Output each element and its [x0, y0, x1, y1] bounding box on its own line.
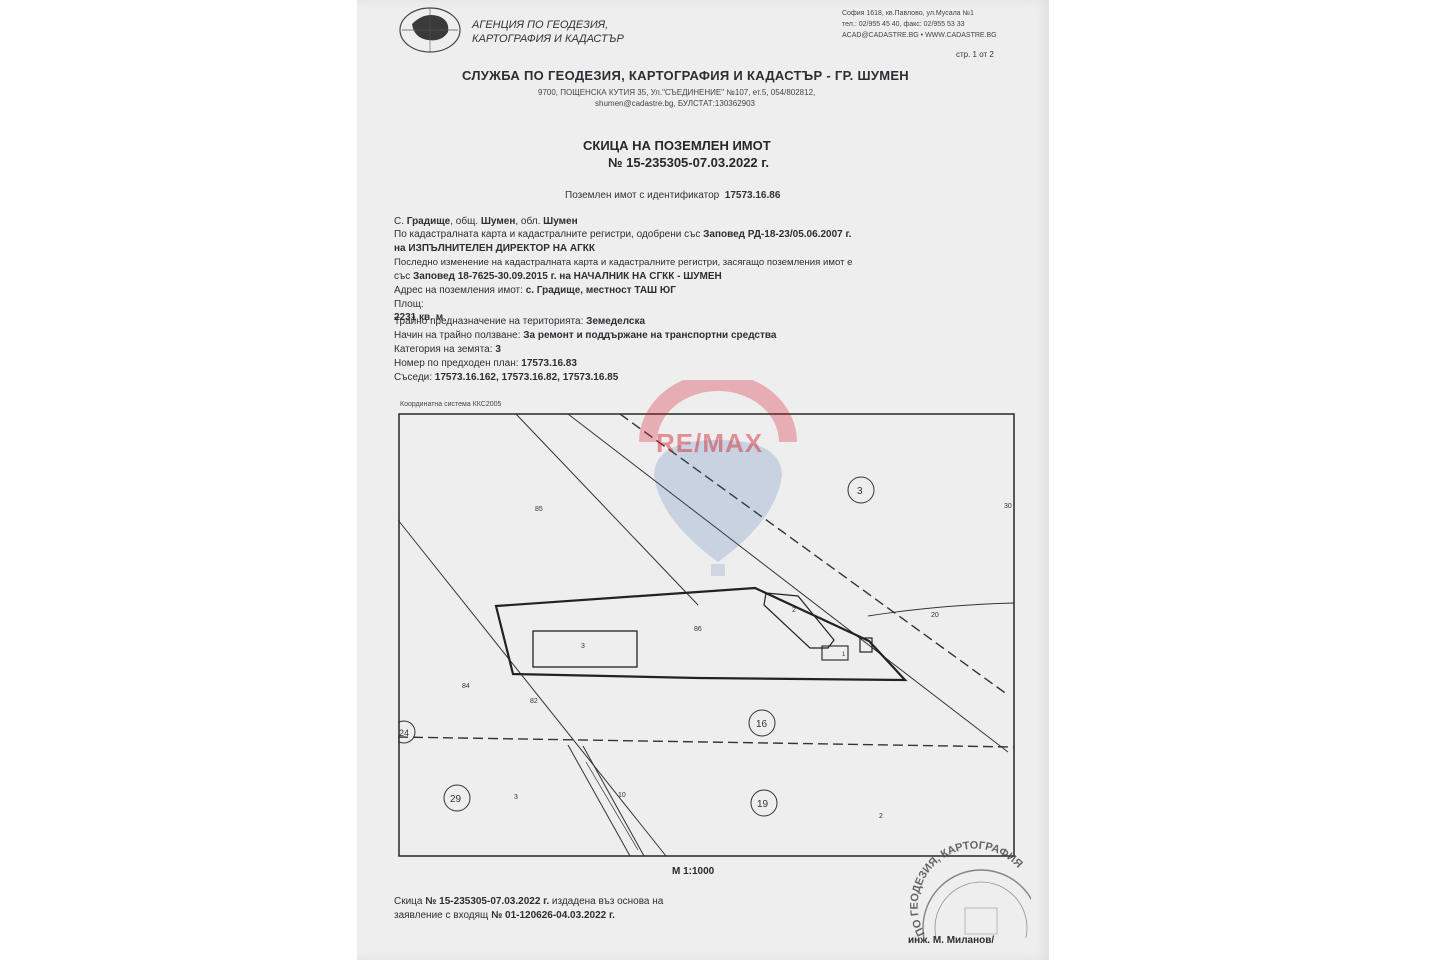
category-line: Категория на земята: 3 [394, 344, 501, 355]
page-number: стр. 1 от 2 [956, 50, 994, 59]
footer-line2-prefix: заявление с входящ [394, 910, 492, 921]
footer-line1-prefix: Скица [394, 896, 426, 907]
signer-name: инж. М. Миланов/ [908, 935, 995, 946]
region: Шумен [543, 216, 578, 227]
category-value: 3 [495, 344, 501, 355]
footer-line2: заявление с входящ № 01-120626-04.03.202… [394, 910, 615, 921]
document-sheet [357, 0, 1049, 960]
map-label-16-circle: 16 [756, 719, 768, 730]
area-value: 2231 кв. м [394, 312, 443, 323]
agency-name: АГЕНЦИЯ ПО ГЕОДЕЗИЯ, КАРТОГРАФИЯ И КАДАС… [472, 18, 624, 46]
office-name: СЛУЖБА ПО ГЕОДЕЗИЯ, КАРТОГРАФИЯ И КАДАСТ… [462, 68, 909, 83]
document-number: № 15-235305-07.03.2022 г. [608, 155, 770, 170]
office-email: shumen@cadastre.bg, БУЛСТАТ:130362903 [595, 99, 755, 108]
neighbors-label: Съседи: [394, 372, 435, 383]
usage-value: За ремонт и поддържане на транспортни ср… [523, 330, 777, 341]
map-label-29-circle: 29 [450, 794, 462, 805]
map-label-building-3: 3 [581, 643, 585, 650]
cadastral-text: По кадастралната карта и кадастралните р… [394, 229, 704, 240]
map-label-building-1: 1 [842, 652, 846, 658]
cadastral-order: Заповед РД-18-23/05.06.2007 г. [703, 229, 852, 240]
municipality: Шумен [480, 216, 516, 227]
area-value-text: 2231 кв. м [394, 312, 444, 323]
purpose-label: Трайно предназначение на територията: [394, 316, 587, 327]
map-label-2: 2 [879, 813, 883, 820]
prev-plan-value: 17573.16.83 [521, 358, 577, 369]
area-label: Площ: [394, 299, 424, 310]
property-identifier: Поземлен имот с идентификатор 17573.16.8… [565, 190, 780, 201]
footer-line1: Скица № 15-235305-07.03.2022 г. издадена… [394, 896, 663, 907]
map-label-10: 10 [618, 792, 626, 799]
neighbors-line: Съседи: 17573.16.162, 17573.16.82, 17573… [394, 372, 618, 383]
last-change-order-line: със Заповед 18-7625-30.09.2015 г. на НАЧ… [394, 271, 722, 282]
office-address: 9700, ПОЩЕНСКА КУТИЯ 35, Ул."СЪЕДИНЕНИЕ"… [538, 88, 816, 97]
agency-name-line1: АГЕНЦИЯ ПО ГЕОДЕЗИЯ, [472, 19, 609, 31]
last-change-line: Последно изменение на кадастралната карт… [394, 257, 853, 268]
svg-text:ПО ГЕОДЕЗИЯ, КАРТОГРАФИЯ: ПО ГЕОДЕЗИЯ, КАРТОГРАФИЯ [909, 840, 1025, 938]
address-line: Адрес на поземления имот: с. Градище, ме… [394, 285, 676, 296]
cadastral-map: 85 3 30 20 86 3 2 1 84 82 16 24 29 3 10 … [398, 413, 1015, 857]
identifier-value: 17573.16.86 [724, 190, 781, 201]
purpose-value: Земеделска [586, 316, 646, 327]
municipality-label: , общ. [450, 216, 481, 227]
purpose-line: Трайно предназначение на територията: Зе… [394, 316, 645, 327]
prev-plan-line: Номер по предходен план: 17573.16.83 [394, 358, 577, 369]
agency-contact: София 1618, кв.Павлово, ул.Мусала №1 тел… [842, 8, 997, 41]
remax-balloon-watermark-icon [639, 380, 797, 576]
map-label-building-2: 2 [792, 607, 796, 614]
document-title: СКИЦА НА ПОЗЕМЛЕН ИМОТ [583, 138, 771, 153]
location-line: С. Градище, общ. Шумен, обл. Шумен [394, 216, 578, 227]
cadastral-line: По кадастралната карта и кадастралните р… [394, 229, 851, 240]
region-label: , обл. [515, 216, 544, 227]
map-label-85: 85 [535, 506, 543, 513]
location-prefix: С. [394, 216, 407, 227]
map-label-84: 84 [462, 683, 470, 690]
category-label: Категория на земята: [394, 344, 496, 355]
village: Градище [406, 216, 451, 227]
prev-plan-label: Номер по предходен план: [394, 358, 522, 369]
coordinate-system-label: Координатна система ККС2005 [400, 401, 502, 408]
map-label-3-lower: 3 [514, 794, 518, 801]
footer-line2-number: № 01-120626-04.03.2022 г. [491, 910, 615, 921]
last-change-prefix: със [394, 271, 414, 282]
map-label-30: 30 [1004, 503, 1012, 510]
official-stamp-icon: ПО ГЕОДЕЗИЯ, КАРТОГРАФИЯ [909, 840, 1031, 938]
footer-line1-suffix: издадена въз основа на [549, 896, 664, 907]
neighbors-value: 17573.16.162, 17573.16.82, 17573.16.85 [434, 372, 619, 383]
contact-line3: ACAD@CADASTRE.BG • WWW.CADASTRE.BG [842, 32, 997, 39]
map-label-86: 86 [694, 626, 702, 633]
identifier-label: Поземлен имот с идентификатор [565, 190, 720, 201]
usage-label: Начин на трайно ползване: [394, 330, 524, 341]
contact-line1: София 1618, кв.Павлово, ул.Мусала №1 [842, 10, 974, 17]
address-label: Адрес на поземления имот: [394, 285, 526, 296]
map-label-82: 82 [530, 698, 538, 705]
contact-line2: тел.: 02/955 45 40, факс: 02/955 53 33 [842, 21, 965, 28]
map-label-19-circle: 19 [757, 799, 769, 810]
map-scale: М 1:1000 [672, 866, 715, 877]
last-change-order: Заповед 18-7625-30.09.2015 г. на НАЧАЛНИ… [413, 271, 722, 282]
agency-name-line2: КАРТОГРАФИЯ И КАДАСТЪР [472, 33, 624, 45]
cadastral-by: на ИЗПЪЛНИТЕЛЕН ДИРЕКТОР НА АГКК [394, 243, 596, 254]
footer-line1-number: № 15-235305-07.03.2022 г. [425, 896, 550, 907]
cadastral-by-line: на ИЗПЪЛНИТЕЛЕН ДИРЕКТОР НА АГКК [394, 243, 595, 254]
agency-logo-icon [399, 7, 461, 53]
usage-line: Начин на трайно ползване: За ремонт и по… [394, 330, 776, 341]
map-label-20: 20 [931, 612, 939, 619]
remax-watermark-text: RE/MAX [656, 428, 764, 458]
map-label-24-circle: 24 [399, 728, 409, 738]
stamp-text: ПО ГЕОДЕЗИЯ, КАРТОГРАФИЯ [909, 840, 1025, 938]
address-value: с. Градище, местност ТАШ ЮГ [525, 285, 676, 296]
map-label-3-circle: 3 [857, 486, 863, 497]
